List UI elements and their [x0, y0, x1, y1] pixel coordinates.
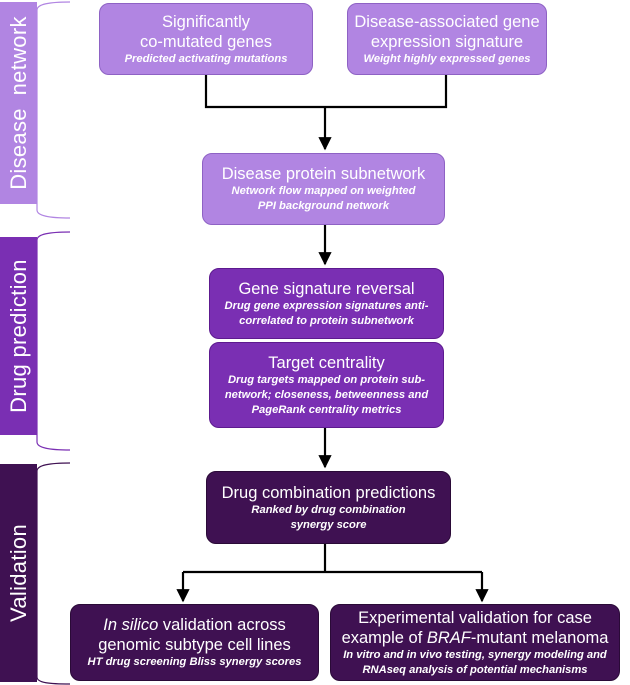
brace-drug-prediction	[36, 231, 71, 451]
expression-signature-title-2: expression signature	[370, 32, 524, 51]
experimental-validation-title-pre: example of	[341, 628, 427, 647]
stage-bar-drug-prediction: Drug prediction	[0, 237, 37, 435]
protein-subnetwork-title: Disease protein subnetwork	[221, 165, 426, 183]
insilico-validation-title-2: genomic subtype cell lines	[98, 636, 291, 654]
connector-combination-to-validation	[176, 544, 489, 603]
signature-reversal-subtitle-2: correlated to protein subnetwork	[239, 314, 414, 327]
experimental-validation-title-italic: BRAF	[426, 628, 471, 647]
experimental-validation-title-1: Experimental validation for case	[358, 608, 592, 627]
comutated-genes-title-1: Significantly	[161, 12, 251, 31]
experimental-validation-subtitle-1: In vitro and in vivo testing, synergy mo…	[343, 648, 607, 661]
experimental-validation-title-2: example of BRAF-mutant melanoma	[342, 628, 609, 648]
drug-combination-title: Drug combination predictions	[221, 483, 436, 502]
protein-subnetwork-box: Disease protein subnetwork Network flow …	[202, 153, 445, 225]
insilico-validation-title-1: In silico validation across	[103, 615, 286, 635]
comutated-genes-subtitle: Predicted activating mutations	[124, 52, 288, 65]
expression-signature-title-1: Disease-associated gene	[354, 12, 540, 31]
stage-bar-validation: Validation	[0, 464, 37, 682]
insilico-validation-title-italic: In silico	[103, 616, 159, 634]
signature-reversal-box: Gene signature reversal Drug gene expres…	[209, 268, 444, 339]
drug-combination-subtitle-1: Ranked by drug combination	[251, 503, 406, 516]
experimental-validation-box: Experimental validation for case example…	[330, 604, 620, 681]
connector-inputs-to-subnetwork	[204, 75, 448, 151]
insilico-validation-box: In silico validation across genomic subt…	[70, 604, 319, 681]
target-centrality-subtitle-1: Drug targets mapped on protein sub-	[227, 373, 426, 386]
expression-signature-subtitle: Weight highly expressed genes	[363, 52, 531, 65]
target-centrality-subtitle-3: PageRank centrality metrics	[251, 403, 402, 416]
brace-validation	[36, 462, 71, 685]
comutated-genes-title-2: co-mutated genes	[139, 32, 273, 51]
protein-subnetwork-subtitle-2: PPI background network	[257, 200, 390, 212]
stage-bar-disease-network: Disease network	[0, 2, 37, 204]
target-centrality-subtitle-2: network; closeness, betweenness and	[224, 388, 429, 401]
experimental-validation-subtitle-2: RNAseq analysis of potential mechanisms	[362, 663, 588, 676]
signature-reversal-subtitle-1: Drug gene expression signatures anti-	[224, 299, 429, 312]
insilico-validation-title-rest: validation across	[158, 616, 286, 634]
signature-reversal-title: Gene signature reversal	[238, 279, 415, 298]
insilico-validation-subtitle: HT drug screening Bliss synergy scores	[87, 656, 302, 668]
brace-disease-network	[36, 1, 71, 219]
drug-combination-subtitle-2: synergy score	[290, 518, 367, 531]
experimental-validation-title-post: -mutant melanoma	[470, 628, 609, 647]
expression-signature-box: Disease-associated gene expression signa…	[347, 3, 547, 75]
protein-subnetwork-subtitle-1: Network flow mapped on weighted	[231, 185, 416, 197]
comutated-genes-box: Significantly co-mutated genes Predicted…	[99, 3, 313, 75]
drug-combination-box: Drug combination predictions Ranked by d…	[206, 471, 451, 544]
stage-braces	[36, 1, 71, 685]
target-centrality-box: Target centrality Drug targets mapped on…	[209, 342, 444, 428]
target-centrality-title: Target centrality	[268, 353, 385, 372]
